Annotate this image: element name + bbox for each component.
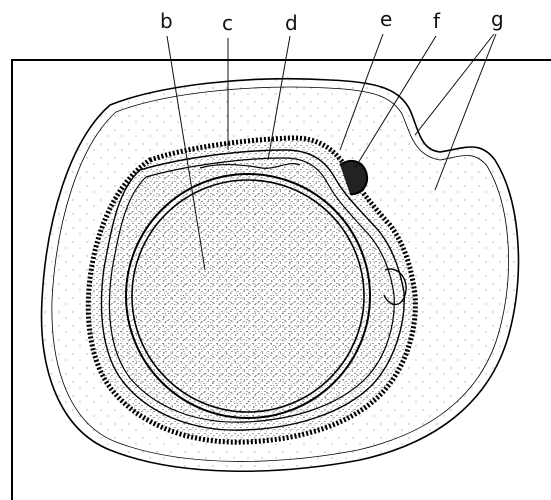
label-b: b <box>160 9 173 33</box>
label-c: c <box>222 11 233 35</box>
leader-g1 <box>415 34 494 135</box>
label-d: d <box>285 11 298 35</box>
label-f: f <box>433 9 441 33</box>
central-body-b <box>132 180 364 412</box>
label-g: g <box>491 7 504 31</box>
label-e: e <box>380 7 392 31</box>
